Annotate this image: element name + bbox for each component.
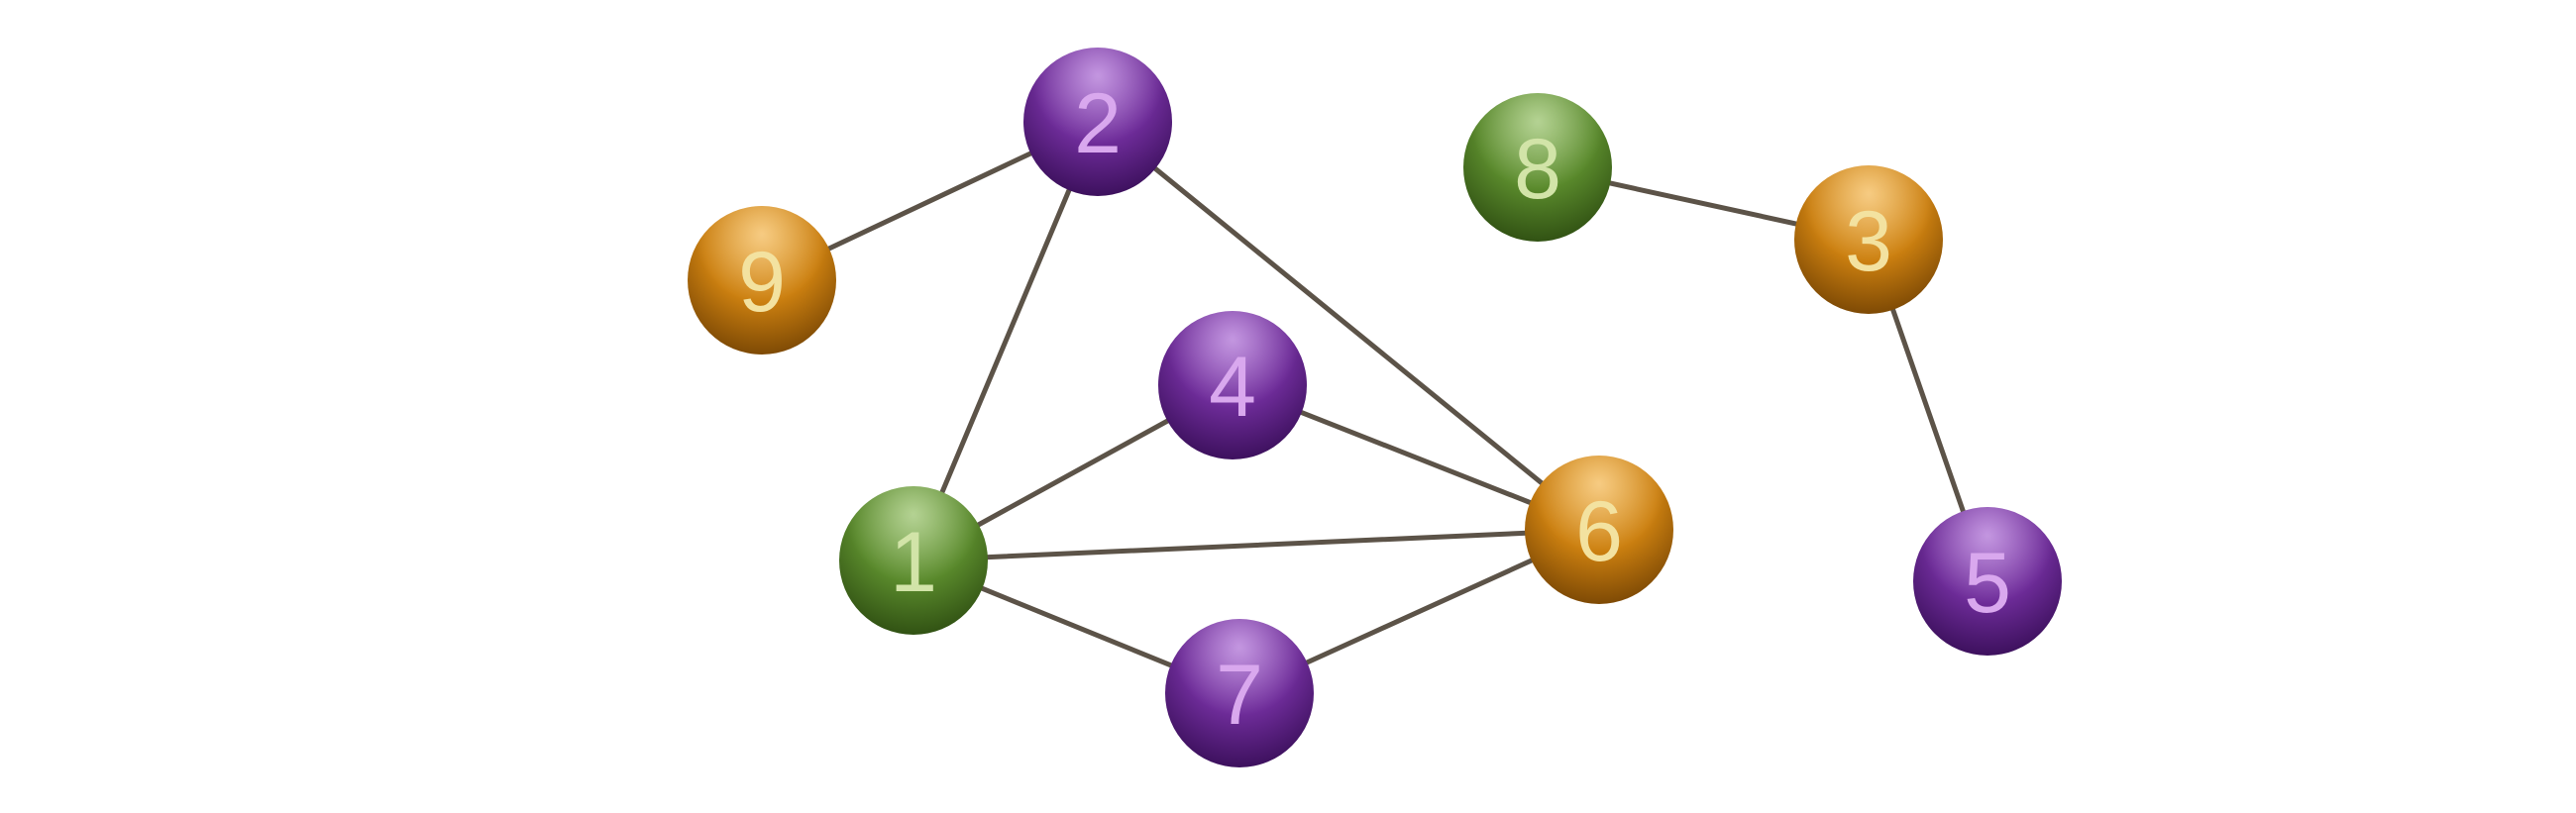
node-highlight bbox=[1158, 311, 1307, 459]
node-5: 5 bbox=[1913, 507, 2062, 656]
node-highlight bbox=[839, 486, 988, 635]
node-7: 7 bbox=[1165, 619, 1314, 767]
node-2: 2 bbox=[1023, 48, 1172, 196]
node-1: 1 bbox=[839, 486, 988, 635]
nodes-layer: 1 2 3 4 5 6 7 8 9 bbox=[688, 48, 2062, 767]
node-4: 4 bbox=[1158, 311, 1307, 459]
edge-1-6 bbox=[911, 527, 1602, 563]
node-8: 8 bbox=[1463, 93, 1612, 242]
node-highlight bbox=[1165, 619, 1314, 767]
node-highlight bbox=[1023, 48, 1172, 196]
edge-2-1 bbox=[911, 119, 1101, 563]
node-highlight bbox=[1913, 507, 2062, 656]
edge-2-6 bbox=[1095, 119, 1602, 533]
node-highlight bbox=[688, 206, 836, 355]
node-9: 9 bbox=[688, 206, 836, 355]
node-3: 3 bbox=[1794, 165, 1943, 314]
node-highlight bbox=[1794, 165, 1943, 314]
node-highlight bbox=[1525, 456, 1673, 604]
node-highlight bbox=[1463, 93, 1612, 242]
node-6: 6 bbox=[1525, 456, 1673, 604]
